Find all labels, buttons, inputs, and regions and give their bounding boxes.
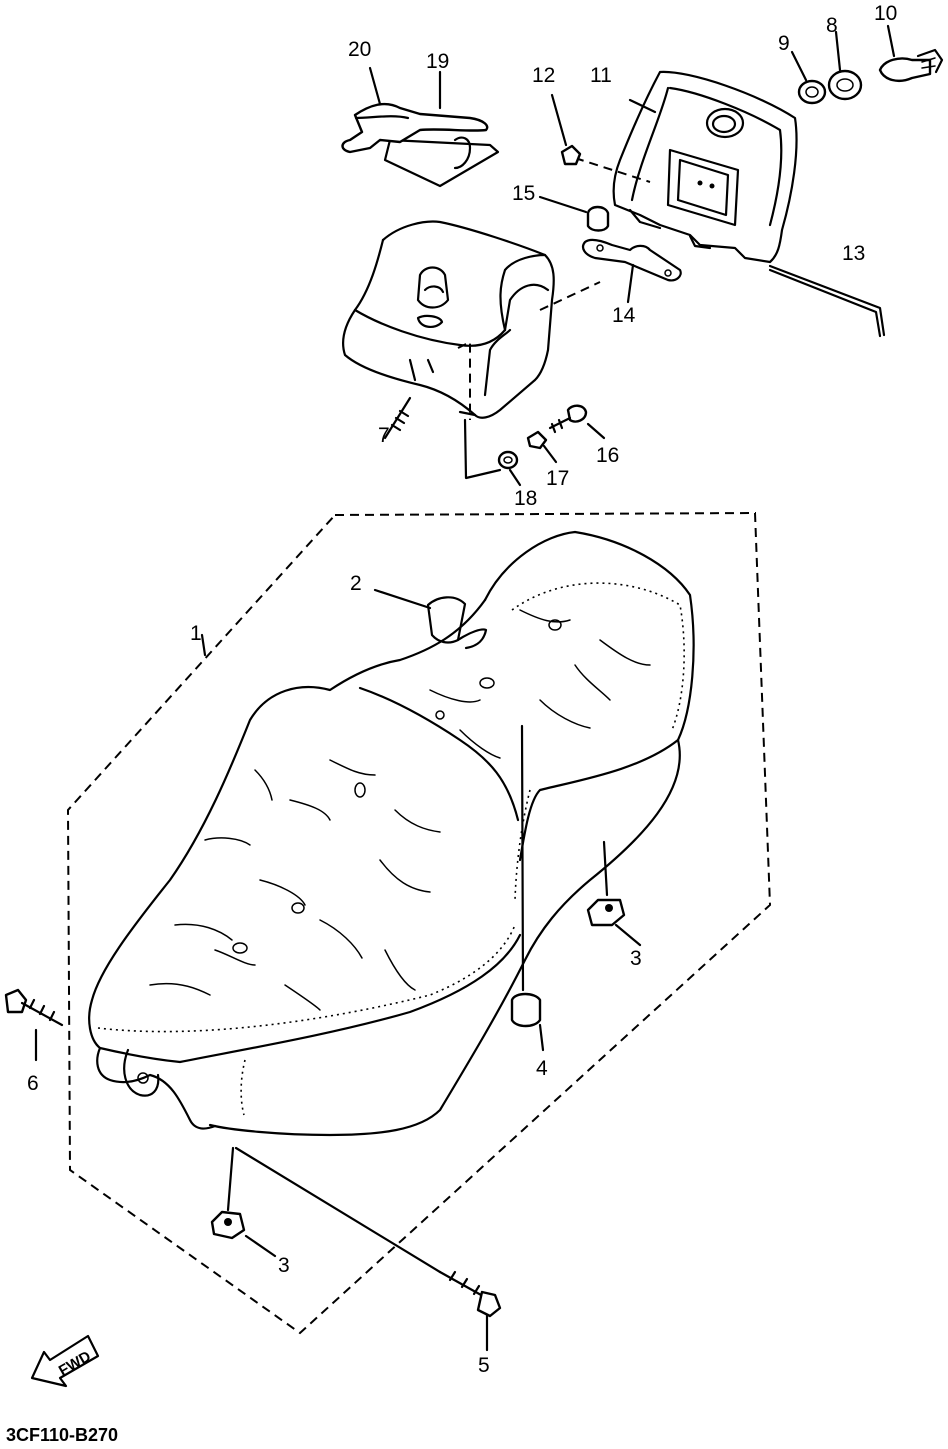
seat-bracket-rear [586, 840, 626, 927]
callout-6: 6 [27, 1072, 39, 1095]
bolt-16 [548, 404, 606, 440]
callout-20: 20 [348, 38, 371, 61]
callout-4: 4 [536, 1057, 548, 1080]
callout-12: 12 [532, 64, 555, 87]
callout-17: 17 [546, 467, 569, 490]
callout-labels: 1 2 3 3 4 5 6 7 8 9 10 11 12 13 14 15 16… [27, 2, 897, 1377]
callout-9: 9 [778, 32, 790, 55]
seat-damper [510, 724, 542, 1028]
part-12 [550, 93, 582, 166]
callout-19: 19 [426, 50, 449, 73]
part-15 [538, 195, 610, 232]
seat-assembly-boundary [66, 511, 772, 1335]
callout-5: 5 [478, 1354, 490, 1377]
storage-tray-11 [574, 70, 798, 264]
seat [88, 530, 695, 1137]
callout-15: 15 [512, 182, 535, 205]
drawing-code: 3CF110-B270 [6, 1425, 118, 1445]
latch-20 [341, 66, 489, 154]
callout-18: 18 [514, 487, 537, 510]
callout-1: 1 [190, 622, 202, 645]
rod-13 [768, 264, 886, 338]
tail-box [341, 220, 601, 480]
callout-14: 14 [612, 304, 636, 327]
callout-8: 8 [826, 14, 838, 37]
callout-3-rear: 3 [630, 947, 642, 970]
plate-14 [581, 238, 682, 304]
callout-10: 10 [874, 2, 897, 25]
callout-3-front: 3 [278, 1254, 290, 1277]
part-17 [526, 430, 558, 464]
nut-8 [827, 30, 863, 101]
lock-cylinder-10 [878, 24, 944, 82]
callout-2: 2 [350, 572, 362, 595]
callout-7: 7 [378, 424, 390, 447]
part-18 [497, 450, 522, 487]
key-7 [383, 396, 412, 440]
callout-13: 13 [842, 242, 865, 265]
bolt-5 [234, 1146, 502, 1352]
seat-bracket-front [210, 1146, 246, 1240]
callout-16: 16 [596, 444, 619, 467]
bolt-6 [4, 988, 64, 1062]
forward-arrow-icon: FWD [30, 1334, 100, 1388]
callout-11: 11 [590, 64, 612, 87]
washer-9 [790, 50, 827, 105]
latch-bracket-19 [383, 70, 500, 188]
seat-strap-boss [426, 596, 488, 650]
